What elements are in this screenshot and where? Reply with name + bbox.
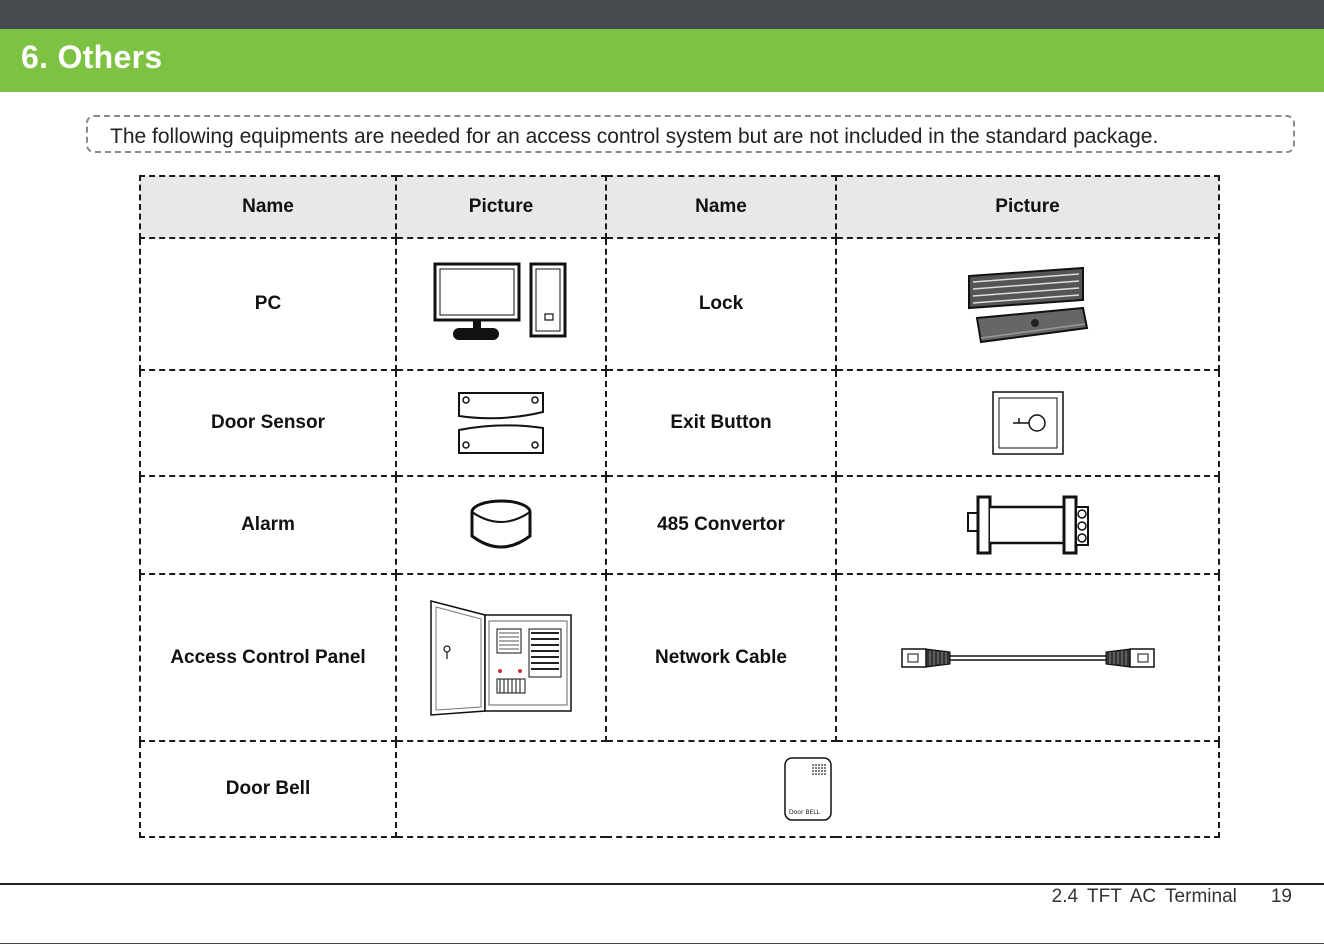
header-picture-1: Picture: [396, 176, 606, 238]
header-name-2: Name: [606, 176, 836, 238]
door-bell-icon: Door BELL: [783, 756, 833, 822]
door-bell-label: Door BELL: [789, 809, 821, 816]
intro-note-box: The following equipments are needed for …: [86, 115, 1295, 153]
item-name-alarm: Alarm: [140, 476, 396, 574]
section-header: 6. Others: [0, 29, 1324, 92]
header-name-1: Name: [140, 176, 396, 238]
item-picture-485-convertor: [836, 476, 1219, 574]
item-picture-network-cable: [836, 574, 1219, 741]
item-picture-door-sensor: [396, 370, 606, 476]
item-picture-alarm: [396, 476, 606, 574]
exit-button-icon: [991, 390, 1065, 456]
equipment-table: Name Picture Name Picture PC Lock: [139, 175, 1220, 838]
item-name-door-sensor: Door Sensor: [140, 370, 396, 476]
header-picture-2: Picture: [836, 176, 1219, 238]
item-name-pc: PC: [140, 238, 396, 370]
table-header-row: Name Picture Name Picture: [140, 176, 1219, 238]
access-control-panel-icon: [427, 599, 575, 717]
table-row: Access Control Panel: [140, 574, 1219, 741]
item-picture-lock: [836, 238, 1219, 370]
item-name-network-cable: Network Cable: [606, 574, 836, 741]
item-name-lock: Lock: [606, 238, 836, 370]
table-row: Alarm 485 Convertor: [140, 476, 1219, 574]
item-name-485-convertor: 485 Convertor: [606, 476, 836, 574]
485-convertor-icon: [966, 493, 1090, 557]
item-picture-door-bell: Door BELL: [396, 741, 1219, 837]
footer-divider: [0, 883, 1324, 885]
footer-product-name: 2.4 TFT AC Terminal: [1052, 886, 1237, 907]
table-row: Door Bell Door BELL: [140, 741, 1219, 837]
item-name-door-bell: Door Bell: [140, 741, 396, 837]
intro-text: The following equipments are needed for …: [110, 125, 1158, 149]
lock-icon: [965, 262, 1091, 346]
item-name-exit-button: Exit Button: [606, 370, 836, 476]
table-row: PC Lock: [140, 238, 1219, 370]
alarm-icon: [469, 498, 533, 552]
item-name-access-control-panel: Access Control Panel: [140, 574, 396, 741]
item-picture-pc: [396, 238, 606, 370]
item-picture-access-control-panel: [396, 574, 606, 741]
pc-icon: [433, 262, 569, 346]
section-title: 6. Others: [21, 39, 162, 76]
network-cable-icon: [900, 643, 1156, 673]
item-picture-exit-button: [836, 370, 1219, 476]
footer: 2.4 TFT AC Terminal 19: [1052, 886, 1292, 908]
top-dark-bar: [0, 0, 1324, 29]
table-row: Door Sensor Exit Button: [140, 370, 1219, 476]
bottom-divider: [0, 943, 1324, 944]
page-number: 19: [1271, 886, 1292, 907]
door-sensor-icon: [456, 390, 546, 456]
